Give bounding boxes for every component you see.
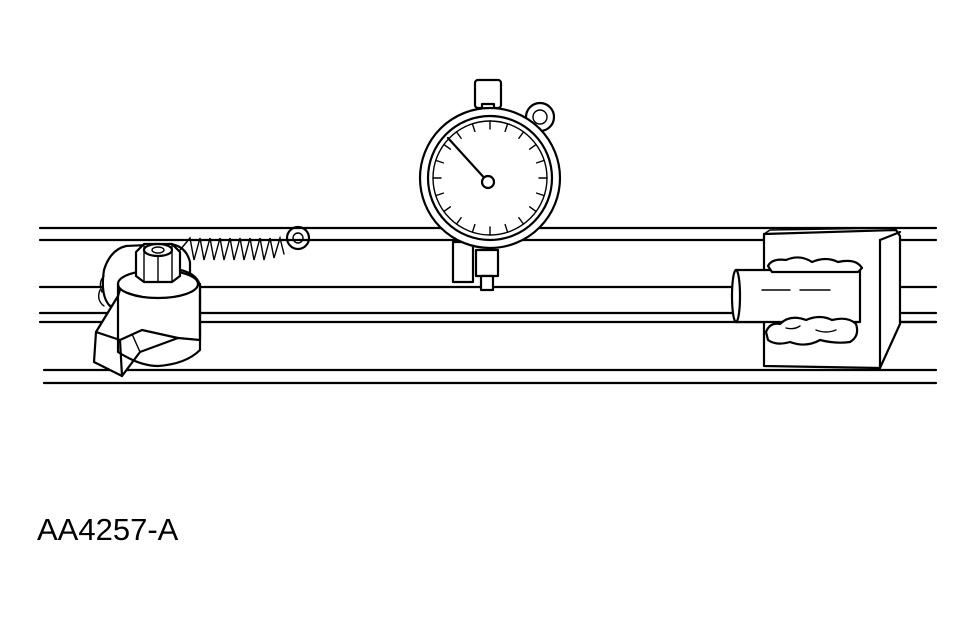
dial-tick [471, 223, 476, 233]
dial-tick [518, 131, 525, 140]
dial-indicator [418, 78, 562, 292]
dial-tick [443, 206, 452, 213]
dial-tick [471, 123, 476, 133]
dial-tick [535, 192, 545, 197]
dial-tick [455, 216, 462, 225]
tension-spring [179, 225, 311, 261]
plunger-cylinder [730, 268, 862, 324]
dial-tick [528, 143, 537, 150]
dial-tick [455, 131, 462, 140]
dial-tick [435, 159, 445, 164]
dial-tick [443, 143, 452, 150]
dial-tick [518, 216, 525, 225]
dial-tick [504, 123, 509, 133]
dial-tick [504, 223, 509, 233]
rocker-arm-clamp-fixture [92, 242, 202, 378]
dial-tick [435, 192, 445, 197]
figure-id-label: AA4257-A [37, 512, 179, 547]
dial-tick [535, 159, 545, 164]
clay-putty [764, 256, 864, 346]
dial-tick [528, 206, 537, 213]
